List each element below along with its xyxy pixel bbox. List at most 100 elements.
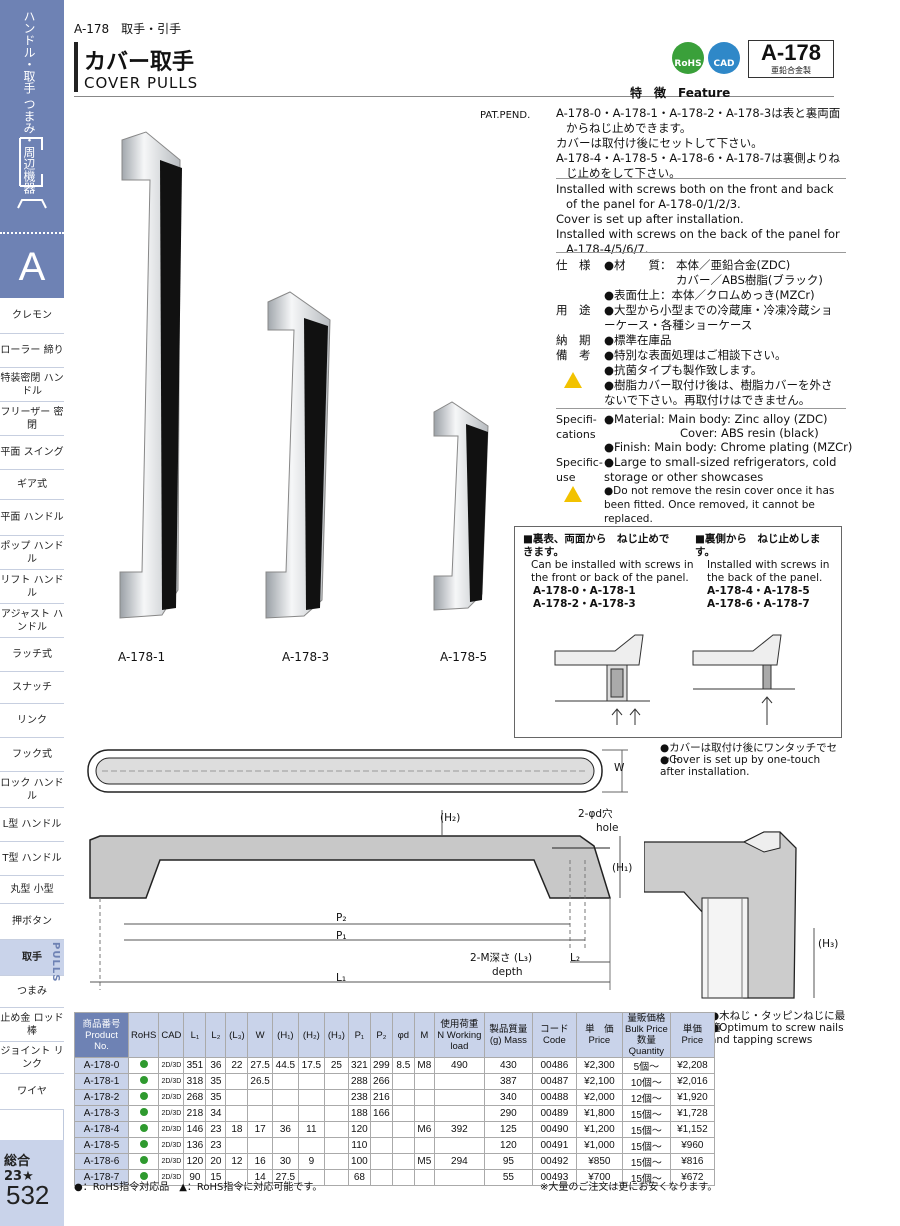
- sidebar-item-7[interactable]: 平面 ハンドル: [0, 500, 64, 536]
- sidebar-item-9[interactable]: リフト ハンドル: [0, 570, 64, 604]
- cell-w: [247, 1089, 273, 1106]
- sidebar-item-19[interactable]: 押ボタン: [0, 904, 64, 940]
- cell-p2: [369, 1137, 393, 1154]
- cell-h3: [323, 1073, 349, 1090]
- cell-mass: 55: [483, 1169, 533, 1186]
- remarks-label: 備 考: [556, 348, 591, 362]
- cell-code: 00492: [531, 1153, 577, 1170]
- sidebar-item-label: ラッチ式: [12, 649, 52, 660]
- cell-no: A-178-0: [74, 1057, 129, 1074]
- cell-d: [391, 1153, 415, 1170]
- rohs-compliant-icon: [139, 1140, 148, 1148]
- cell-d: [391, 1073, 415, 1090]
- dim-l2: L₂: [570, 952, 581, 964]
- sidebar-item-23[interactable]: ジョイント リンク: [0, 1042, 64, 1074]
- cell-l2: 20: [205, 1153, 227, 1170]
- sidebar-item-22[interactable]: 止め金 ロッド棒: [0, 1008, 64, 1042]
- cell-d: [391, 1105, 415, 1122]
- sidebar-item-12[interactable]: スナッチ: [0, 672, 64, 704]
- cell-no: A-178-4: [74, 1121, 129, 1138]
- sidebar-pulls-label: PULLS: [50, 942, 61, 983]
- sidebar-item-24[interactable]: ワイヤ: [0, 1074, 64, 1110]
- th-h3: (H₃): [323, 1012, 349, 1058]
- sidebar-item-label: T型 ハンドル: [2, 853, 62, 864]
- sidebar-item-17[interactable]: T型 ハンドル: [0, 842, 64, 876]
- cell-rohs: [127, 1073, 160, 1090]
- cell-no: A-178-6: [74, 1153, 129, 1170]
- cell-price: ¥2,300: [575, 1057, 623, 1074]
- sidebar-item-20[interactable]: 取手: [0, 940, 64, 976]
- section-letter: A: [0, 232, 64, 298]
- rohs-compliant-icon: [139, 1092, 148, 1100]
- sidebar-item-18[interactable]: 丸型 小型: [0, 876, 64, 904]
- sidebar-item-label: アジャスト ハンドル: [0, 608, 64, 633]
- side-view-drawing: [89, 810, 621, 990]
- cell-m: [413, 1137, 435, 1154]
- sidebar-item-4[interactable]: フリーザー 密閉: [0, 402, 64, 436]
- rohs-label: RoHS: [674, 59, 702, 69]
- table-footnote: ●：RoHS指令対応品 ▲：RoHS指令に対応可能です。: [74, 1182, 323, 1193]
- sidebar-item-15[interactable]: ロック ハンドル: [0, 772, 64, 808]
- cell-p2: [369, 1121, 393, 1138]
- cell-l2: 35: [205, 1089, 227, 1106]
- cell-l1: 318: [183, 1073, 207, 1090]
- cell-h1: 44.5: [271, 1057, 299, 1074]
- cell-h3: [323, 1121, 349, 1138]
- feature-jp-1: A-178-0・A-178-1・A-178-2・A-178-3は表と裏両面からね…: [556, 106, 841, 135]
- cell-unit: ¥1,152: [669, 1121, 715, 1138]
- cell-unit: ¥2,208: [669, 1057, 715, 1074]
- cell-unit: ¥960: [669, 1137, 715, 1154]
- cell-h1: [271, 1073, 299, 1090]
- feature-en-1: Installed with screws both on the front …: [556, 182, 834, 211]
- cell-qty: 15個～: [621, 1121, 671, 1138]
- cell-m: [413, 1089, 435, 1106]
- cell-m: M8: [413, 1057, 435, 1074]
- sidebar-item-3[interactable]: 特装密閉 ハンドル: [0, 368, 64, 402]
- sidebar-item-10[interactable]: アジャスト ハンドル: [0, 604, 64, 638]
- sidebar-item-16[interactable]: L型 ハンドル: [0, 808, 64, 842]
- title-divider: [74, 96, 834, 97]
- cell-code: 00490: [531, 1121, 577, 1138]
- cell-rohs: [127, 1105, 160, 1122]
- cell-price: ¥1,800: [575, 1105, 623, 1122]
- cell-rohs: [127, 1121, 160, 1138]
- cell-h2: 9: [297, 1153, 325, 1170]
- cell-qty: 5個～: [621, 1057, 671, 1074]
- th-l3: (L₃): [225, 1012, 249, 1058]
- th-qty-label: 数量 Quantity: [628, 1035, 665, 1057]
- cover-note-jp: ●カバーは取付け後にワンタッチでセット: [660, 742, 838, 766]
- cell-w: 14: [247, 1169, 273, 1186]
- sidebar-item-6[interactable]: ギア式: [0, 470, 64, 500]
- cell-mass: 340: [483, 1089, 533, 1106]
- cell-p1: 120: [347, 1121, 371, 1138]
- cell-w: 16: [247, 1153, 273, 1170]
- sidebar-item-2[interactable]: ローラー 締り: [0, 334, 64, 368]
- sidebar-item-5[interactable]: 平面 スイング: [0, 436, 64, 470]
- sidebar-item-1[interactable]: クレモン: [0, 298, 64, 334]
- sidebar-item-11[interactable]: ラッチ式: [0, 638, 64, 672]
- feature-en: Installed with screws both on the front …: [556, 182, 846, 257]
- dim-p1: P₁: [336, 930, 347, 942]
- remark-1: ●特別な表面処理はご相談下さい。: [604, 348, 787, 362]
- handle-photo-a178-1: [119, 131, 182, 619]
- install-left-en: Can be installed with screws in the fron…: [531, 559, 694, 584]
- sidebar-category-label: ハンドル・取手 つまみ・周辺機器: [22, 10, 36, 194]
- cell-p2: 166: [369, 1105, 393, 1122]
- use-label: 用 途: [556, 303, 591, 317]
- cell-w: 17: [247, 1121, 273, 1138]
- bulk-footnote: ※大量のご注文は更にお安くなります。: [540, 1182, 718, 1193]
- cell-l3: [225, 1089, 249, 1106]
- sidebar-item-14[interactable]: フック式: [0, 738, 64, 772]
- sidebar-item-label: 平面 スイング: [0, 447, 64, 458]
- material-tag: 亜鉛合金製: [771, 66, 811, 75]
- sidebar-item-8[interactable]: ポップ ハンドル: [0, 536, 64, 570]
- cell-qty: 15個～: [621, 1105, 671, 1122]
- sidebar-item-13[interactable]: リンク: [0, 704, 64, 738]
- cell-cad: 2D/3D: [158, 1121, 185, 1138]
- depth-label-en: depth: [492, 966, 523, 978]
- sidebar-item-21[interactable]: つまみ: [0, 976, 64, 1008]
- rohs-badge: RoHS: [672, 42, 704, 74]
- photo-caption-2: A-178-3: [282, 650, 330, 664]
